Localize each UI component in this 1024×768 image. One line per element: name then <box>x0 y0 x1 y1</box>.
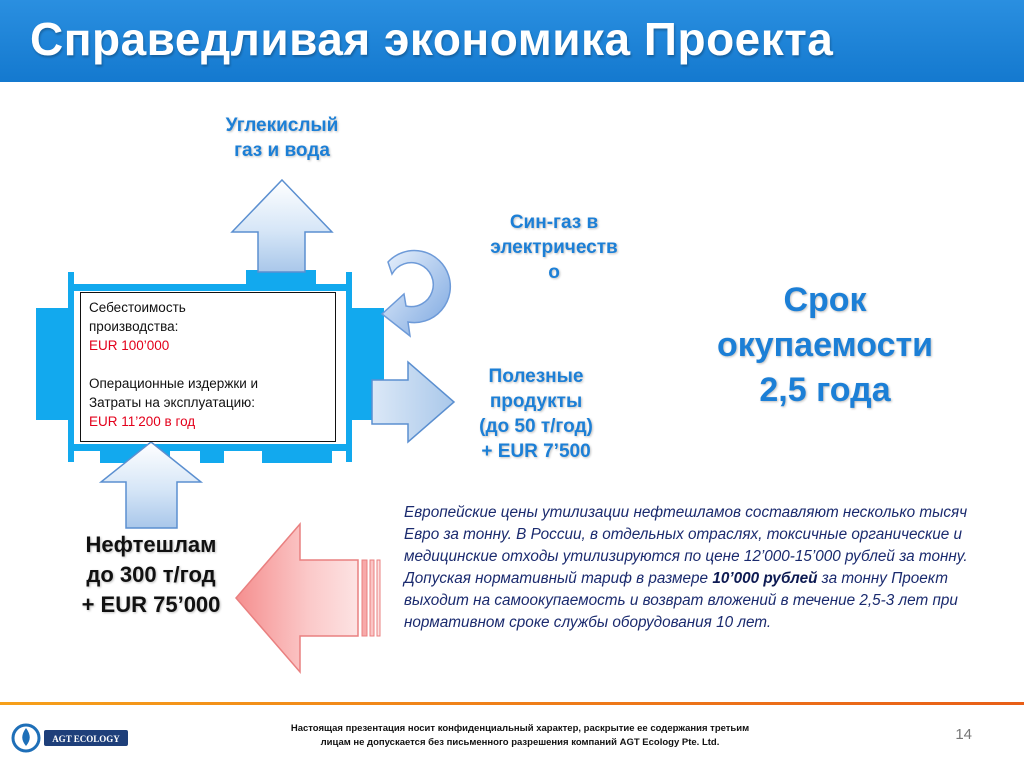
payback-period: Срок окупаемости 2,5 года <box>680 278 970 413</box>
label-line: Син-газ в <box>509 212 599 233</box>
slide-title: Справедливая экономика Проекта <box>30 13 834 65</box>
arrow-up-top-icon <box>230 178 334 273</box>
label-line: продукты <box>489 391 583 412</box>
note-highlight: 10’000 рублей <box>712 570 818 587</box>
arrow-up-bottom-icon <box>98 441 204 529</box>
logo-text: AGT ECOLOGY <box>52 734 120 744</box>
label-line: до 300 т/год <box>86 562 216 587</box>
payback-line: 2,5 года <box>759 371 891 409</box>
label-line: Нефтешлам <box>85 532 217 557</box>
confidentiality-disclaimer: Настоящая презентация носит конфиденциал… <box>240 722 800 750</box>
cost-value: EUR 100’000 <box>89 338 170 353</box>
label-oil-sludge-input: Нефтешлам до 300 т/год + EUR 75’000 <box>56 530 246 620</box>
opex-value: EUR 11’200 в год <box>89 414 196 429</box>
label-line: Полезные <box>488 366 584 387</box>
label-co2-water: Углекислый газ и вода <box>190 113 374 163</box>
footer-divider <box>0 702 1024 705</box>
label-line: электричеств <box>490 237 618 258</box>
note-text: за тонну Проект выходит на самоокупаемос… <box>404 570 958 631</box>
arrow-right-icon <box>371 360 456 444</box>
cost-box: Себестоимость производства: EUR 100’000 … <box>80 292 336 442</box>
circular-arrow-icon <box>380 249 452 338</box>
label-useful-products: Полезные продукты (до 50 т/год) + EUR 7’… <box>438 364 634 464</box>
page-number: 14 <box>955 726 972 743</box>
opex-label: Операционные издержки и <box>89 376 259 391</box>
disclaimer-line: лицам не допускается без письменного раз… <box>320 737 720 748</box>
label-line: газ и вода <box>234 140 330 161</box>
slide-header: Справедливая экономика Проекта <box>0 0 1024 82</box>
label-line: + EUR 7’500 <box>481 441 591 462</box>
payback-line: окупаемости <box>716 326 934 364</box>
payback-line: Срок <box>783 281 867 319</box>
label-line: Углекислый <box>225 115 339 136</box>
reactor-frame <box>36 270 384 463</box>
label-line: + EUR 75’000 <box>81 592 221 617</box>
note-text: Европейские цены утилизации нефтешламов … <box>404 504 968 587</box>
agt-ecology-logo: AGT ECOLOGY <box>8 720 130 761</box>
label-line: (до 50 т/год) <box>479 416 593 437</box>
pricing-note: Европейские цены утилизации нефтешламов … <box>404 502 984 634</box>
cost-label: производства: <box>89 319 179 334</box>
cost-label: Себестоимость <box>89 300 186 315</box>
arrow-left-input-icon <box>235 521 381 675</box>
opex-label: Затраты на эксплуатацию: <box>89 395 256 410</box>
label-syngas: Син-газ в электричеств о <box>456 210 652 285</box>
label-line: о <box>548 262 560 283</box>
disclaimer-line: Настоящая презентация носит конфиденциал… <box>290 723 750 734</box>
